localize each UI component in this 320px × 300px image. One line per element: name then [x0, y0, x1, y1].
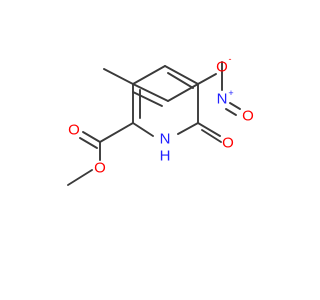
charge-nitro-o: - — [229, 54, 232, 64]
atom-o-nitro-up: O — [216, 59, 228, 76]
bond-ester-co-2 — [79, 137, 98, 149]
bond-top-inner — [167, 72, 194, 89]
atom-nh-h: H — [160, 148, 171, 165]
bond-methyl — [103, 68, 134, 85]
bond-c2-nh — [132, 122, 154, 137]
bond-c6-carbonyl — [197, 122, 221, 137]
bond-nitro-oright-2 — [225, 108, 237, 116]
charge-nitro-n: + — [228, 88, 233, 98]
bond-c3-top — [132, 65, 166, 85]
bond-c2-ester — [99, 122, 134, 143]
bond-ester-methyl — [67, 169, 93, 186]
bond-c5-c4 — [167, 83, 199, 102]
bonds — [67, 61, 241, 186]
bond-c3-c4 — [132, 83, 169, 102]
bond-c6-carbonyl-2 — [201, 129, 222, 143]
molecule-structure-diagram: N + O - O O N H O O — [67, 54, 254, 186]
bond-c4-top — [164, 65, 199, 85]
atom-o-ester-carbonyl: O — [68, 122, 80, 139]
bond-nitro-oright — [229, 102, 241, 110]
bond-nh-c6 — [177, 122, 199, 135]
atom-nh-n: N — [160, 131, 171, 148]
atom-n-nitro: N — [217, 91, 228, 108]
bond-ester-co — [82, 131, 101, 143]
atom-o-carbonyl-ring: O — [222, 135, 234, 152]
atom-o-ester: O — [94, 160, 106, 177]
bond-c5-nitro — [197, 73, 217, 85]
atom-labels: N + O - O O N H O O — [68, 54, 254, 177]
bond-c3-c4-inner — [132, 91, 163, 107]
atom-o-nitro-right: O — [242, 108, 254, 125]
